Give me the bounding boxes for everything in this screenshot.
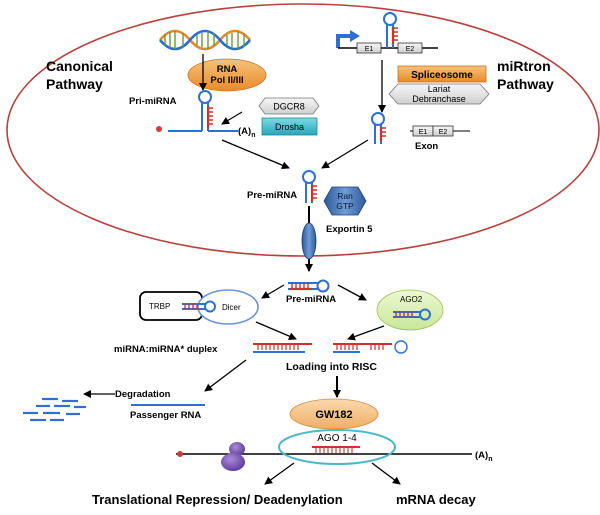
arrow-passenger-release bbox=[204, 359, 247, 392]
spliceosome-box bbox=[397, 65, 487, 83]
arrow-canonical-to-pre bbox=[221, 139, 290, 169]
passenger-rna-label: Passenger RNA bbox=[130, 410, 201, 421]
drosha-label: Drosha bbox=[275, 122, 304, 132]
arrow-ago2-to-loading bbox=[347, 325, 385, 341]
duplex-label: miRNA:miRNA* duplex bbox=[114, 344, 218, 355]
mirna-duplex bbox=[253, 343, 312, 353]
exportin5-pore-icon bbox=[301, 222, 317, 260]
arrow-mirtron-to-pre bbox=[321, 139, 369, 169]
pre-mirna-cyto-label: Pre-miRNA bbox=[286, 294, 336, 305]
dicer-label: Dicer bbox=[222, 303, 241, 312]
pre-mirna-nuclear-label: Pre-miRNA bbox=[247, 190, 297, 201]
arrow-to-dicer bbox=[261, 284, 285, 299]
lariat-debranchase-box bbox=[388, 83, 490, 105]
exportin5-label: Exportin 5 bbox=[326, 224, 373, 235]
trbp-label: TRBP bbox=[149, 302, 170, 311]
intron-hairpin bbox=[383, 12, 398, 48]
degraded-fragments bbox=[23, 397, 86, 422]
target-cap-dot bbox=[177, 451, 183, 457]
loading-into-risc-label: Loading into RISC bbox=[286, 361, 377, 373]
target-polya-label: (A)n bbox=[475, 450, 492, 463]
arrow-drosha-cut bbox=[221, 111, 243, 125]
gene-exon-e2 bbox=[397, 42, 423, 54]
ago2-cleaved-duplex bbox=[333, 340, 408, 354]
ago1-4-complex bbox=[278, 429, 396, 465]
spliced-exon-e2 bbox=[432, 125, 454, 137]
gene-exon-e1 bbox=[356, 42, 382, 54]
degradation-label: Degradation bbox=[115, 389, 171, 400]
polya-tail-label: (A)n bbox=[238, 126, 255, 139]
pre-mirna-cyto-hairpin bbox=[288, 279, 330, 293]
arrow-to-ago2 bbox=[337, 284, 367, 301]
ago2-label: AGO2 bbox=[400, 295, 423, 304]
arrow-repression bbox=[264, 462, 295, 485]
spliced-e2-label: E2 bbox=[439, 129, 448, 136]
gw182-protein bbox=[289, 398, 379, 430]
dgcr8-box bbox=[258, 97, 320, 115]
pri-mirna-label: Pri-miRNA bbox=[129, 96, 177, 107]
mirna-target-pairing bbox=[312, 446, 360, 453]
mrna-decay-label: mRNA decay bbox=[396, 492, 476, 507]
dicer-enzyme bbox=[197, 289, 259, 325]
pre-mirna-nuclear-hairpin bbox=[302, 170, 317, 203]
gw182-label: GW182 bbox=[315, 409, 352, 421]
ran-gtp-hexagon bbox=[323, 186, 367, 216]
promoter-arrow-head bbox=[350, 30, 360, 42]
drosha-box bbox=[261, 117, 318, 136]
arrow-dicer-to-duplex bbox=[255, 321, 297, 340]
promoter-arrow-icon bbox=[336, 34, 352, 48]
mirtron-hairpin bbox=[371, 112, 386, 144]
gene-e2-label: E2 bbox=[406, 46, 415, 53]
spliced-e1-label: E1 bbox=[419, 129, 428, 136]
ribosome-icon bbox=[221, 442, 245, 471]
cap-dot bbox=[156, 126, 162, 132]
gene-e1-label: E1 bbox=[365, 46, 374, 53]
dna-helix-icon bbox=[159, 29, 251, 51]
translational-repression-label: Translational Repression/ Deadenylation bbox=[92, 492, 343, 507]
rna-polymerase-badge bbox=[187, 58, 267, 92]
dgcr8-label: DGCR8 bbox=[273, 102, 305, 112]
arrow-decay bbox=[371, 462, 401, 485]
dicer-bound-hairpin bbox=[182, 300, 216, 313]
pri-mirna-hairpin bbox=[198, 90, 213, 131]
exon-label: Exon bbox=[415, 141, 438, 152]
spliceosome-label: Spliceosome bbox=[411, 70, 473, 81]
ago1-4-label: AGO 1-4 bbox=[317, 433, 357, 444]
nucleus-membrane bbox=[6, 3, 600, 257]
ago2-bound-hairpin bbox=[393, 308, 431, 321]
